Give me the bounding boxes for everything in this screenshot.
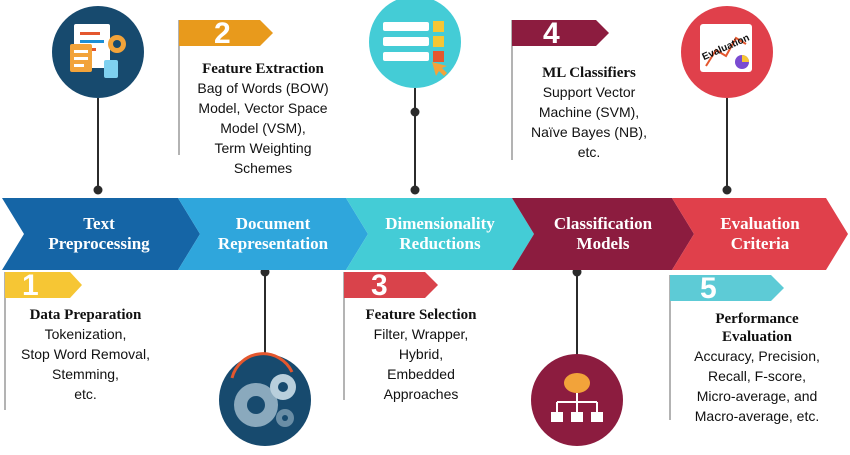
step-flag-3 [344,272,438,298]
stage-chevron-evaluation-criteria [672,198,848,270]
step-detail-line: Embedded [387,366,455,382]
step-number-1: 1 [22,269,39,302]
stage-label-line2: Criteria [730,234,790,253]
step-detail-line: Macro-average, etc. [694,408,820,424]
step-number-3: 3 [371,269,388,302]
step-title: Feature Extraction [202,61,324,77]
connector-dot-1 [93,185,103,195]
step-details-5: Performance Evaluation Accuracy, Precisi… [672,310,842,426]
stage-band [2,198,848,270]
step-details-3: Feature Selection Filter, Wrapper, Hybri… [346,306,496,404]
step-detail-line: Recall, F-score, [707,368,807,384]
step-detail-line: etc. [74,386,97,402]
step-title: Feature Selection [365,307,477,323]
step-detail-line: Term Weighting [214,140,312,156]
step-title: Data Preparation [29,307,142,323]
checklist-icon [369,0,461,88]
stage-label-line2: Models [576,234,630,253]
step-detail-line: Hybrid, [398,346,444,362]
step-title: Performance Evaluation [715,311,799,345]
step-flag-2 [179,20,273,46]
step-detail-line: Micro-average, and [696,388,818,404]
connector-dot-5 [722,185,732,195]
step-detail-line: Support Vector [542,84,636,100]
step-detail-line: Schemes [233,160,293,176]
step-number-5: 5 [700,272,717,305]
stage-label-line2: Reductions [399,234,481,253]
step-number-4: 4 [543,17,560,50]
stage-chevron-document-representation [178,198,368,270]
step-detail-line: Bag of Words (BOW) [197,80,329,96]
stage-chevron-text-preprocessing [2,198,200,270]
brain-network-icon [531,354,623,446]
step-detail-line: Tokenization, [44,326,127,342]
step-flag-4 [512,20,609,46]
step-details-4: ML Classifiers Support Vector Machine (S… [514,64,664,162]
documents-gear-icon [52,6,144,98]
step-details-1: Data Preparation Tokenization, Stop Word… [8,306,163,404]
stage-label-line1: Dimensionality [385,214,495,233]
stage-label-line2: Representation [217,234,329,253]
step-detail-line: Naïve Bayes (NB), [531,124,647,140]
step-detail-line: etc. [577,144,601,160]
step-detail-line: Stemming, [52,366,119,382]
step-detail-line: Filter, Wrapper, [373,326,469,342]
evaluation-chart-icon: Evaluation [681,6,773,98]
stage-label-line1: Evaluation [720,214,800,233]
step-detail-line: Model, Vector Space [198,100,328,116]
gears-icon [219,352,311,446]
stage-chevron-dimensionality-reductions [346,198,534,270]
step-detail-line: Machine (SVM), [538,104,640,120]
step-flag-5 [670,275,784,301]
stage-label-line2: Preprocessing [48,234,150,253]
step-detail-line: Stop Word Removal, [21,346,150,362]
stage-label-line1: Classification [553,214,653,233]
step-detail-line: Approaches [383,386,459,402]
connector-dot-3b [410,185,420,195]
step-title: ML Classifiers [542,65,636,81]
connector-dot-3 [410,107,420,117]
stage-label-line1: Document [235,214,311,233]
stage-chevron-classification-models [512,198,694,270]
stage-label-line1: Text [83,214,115,233]
step-detail-line: Accuracy, Precision, [694,348,820,364]
step-flag-1 [5,272,82,298]
step-details-2: Feature Extraction Bag of Words (BOW) Mo… [183,60,343,178]
flags [4,20,784,420]
step-detail-line: Model (VSM), [220,120,306,136]
step-number-2: 2 [214,17,231,50]
